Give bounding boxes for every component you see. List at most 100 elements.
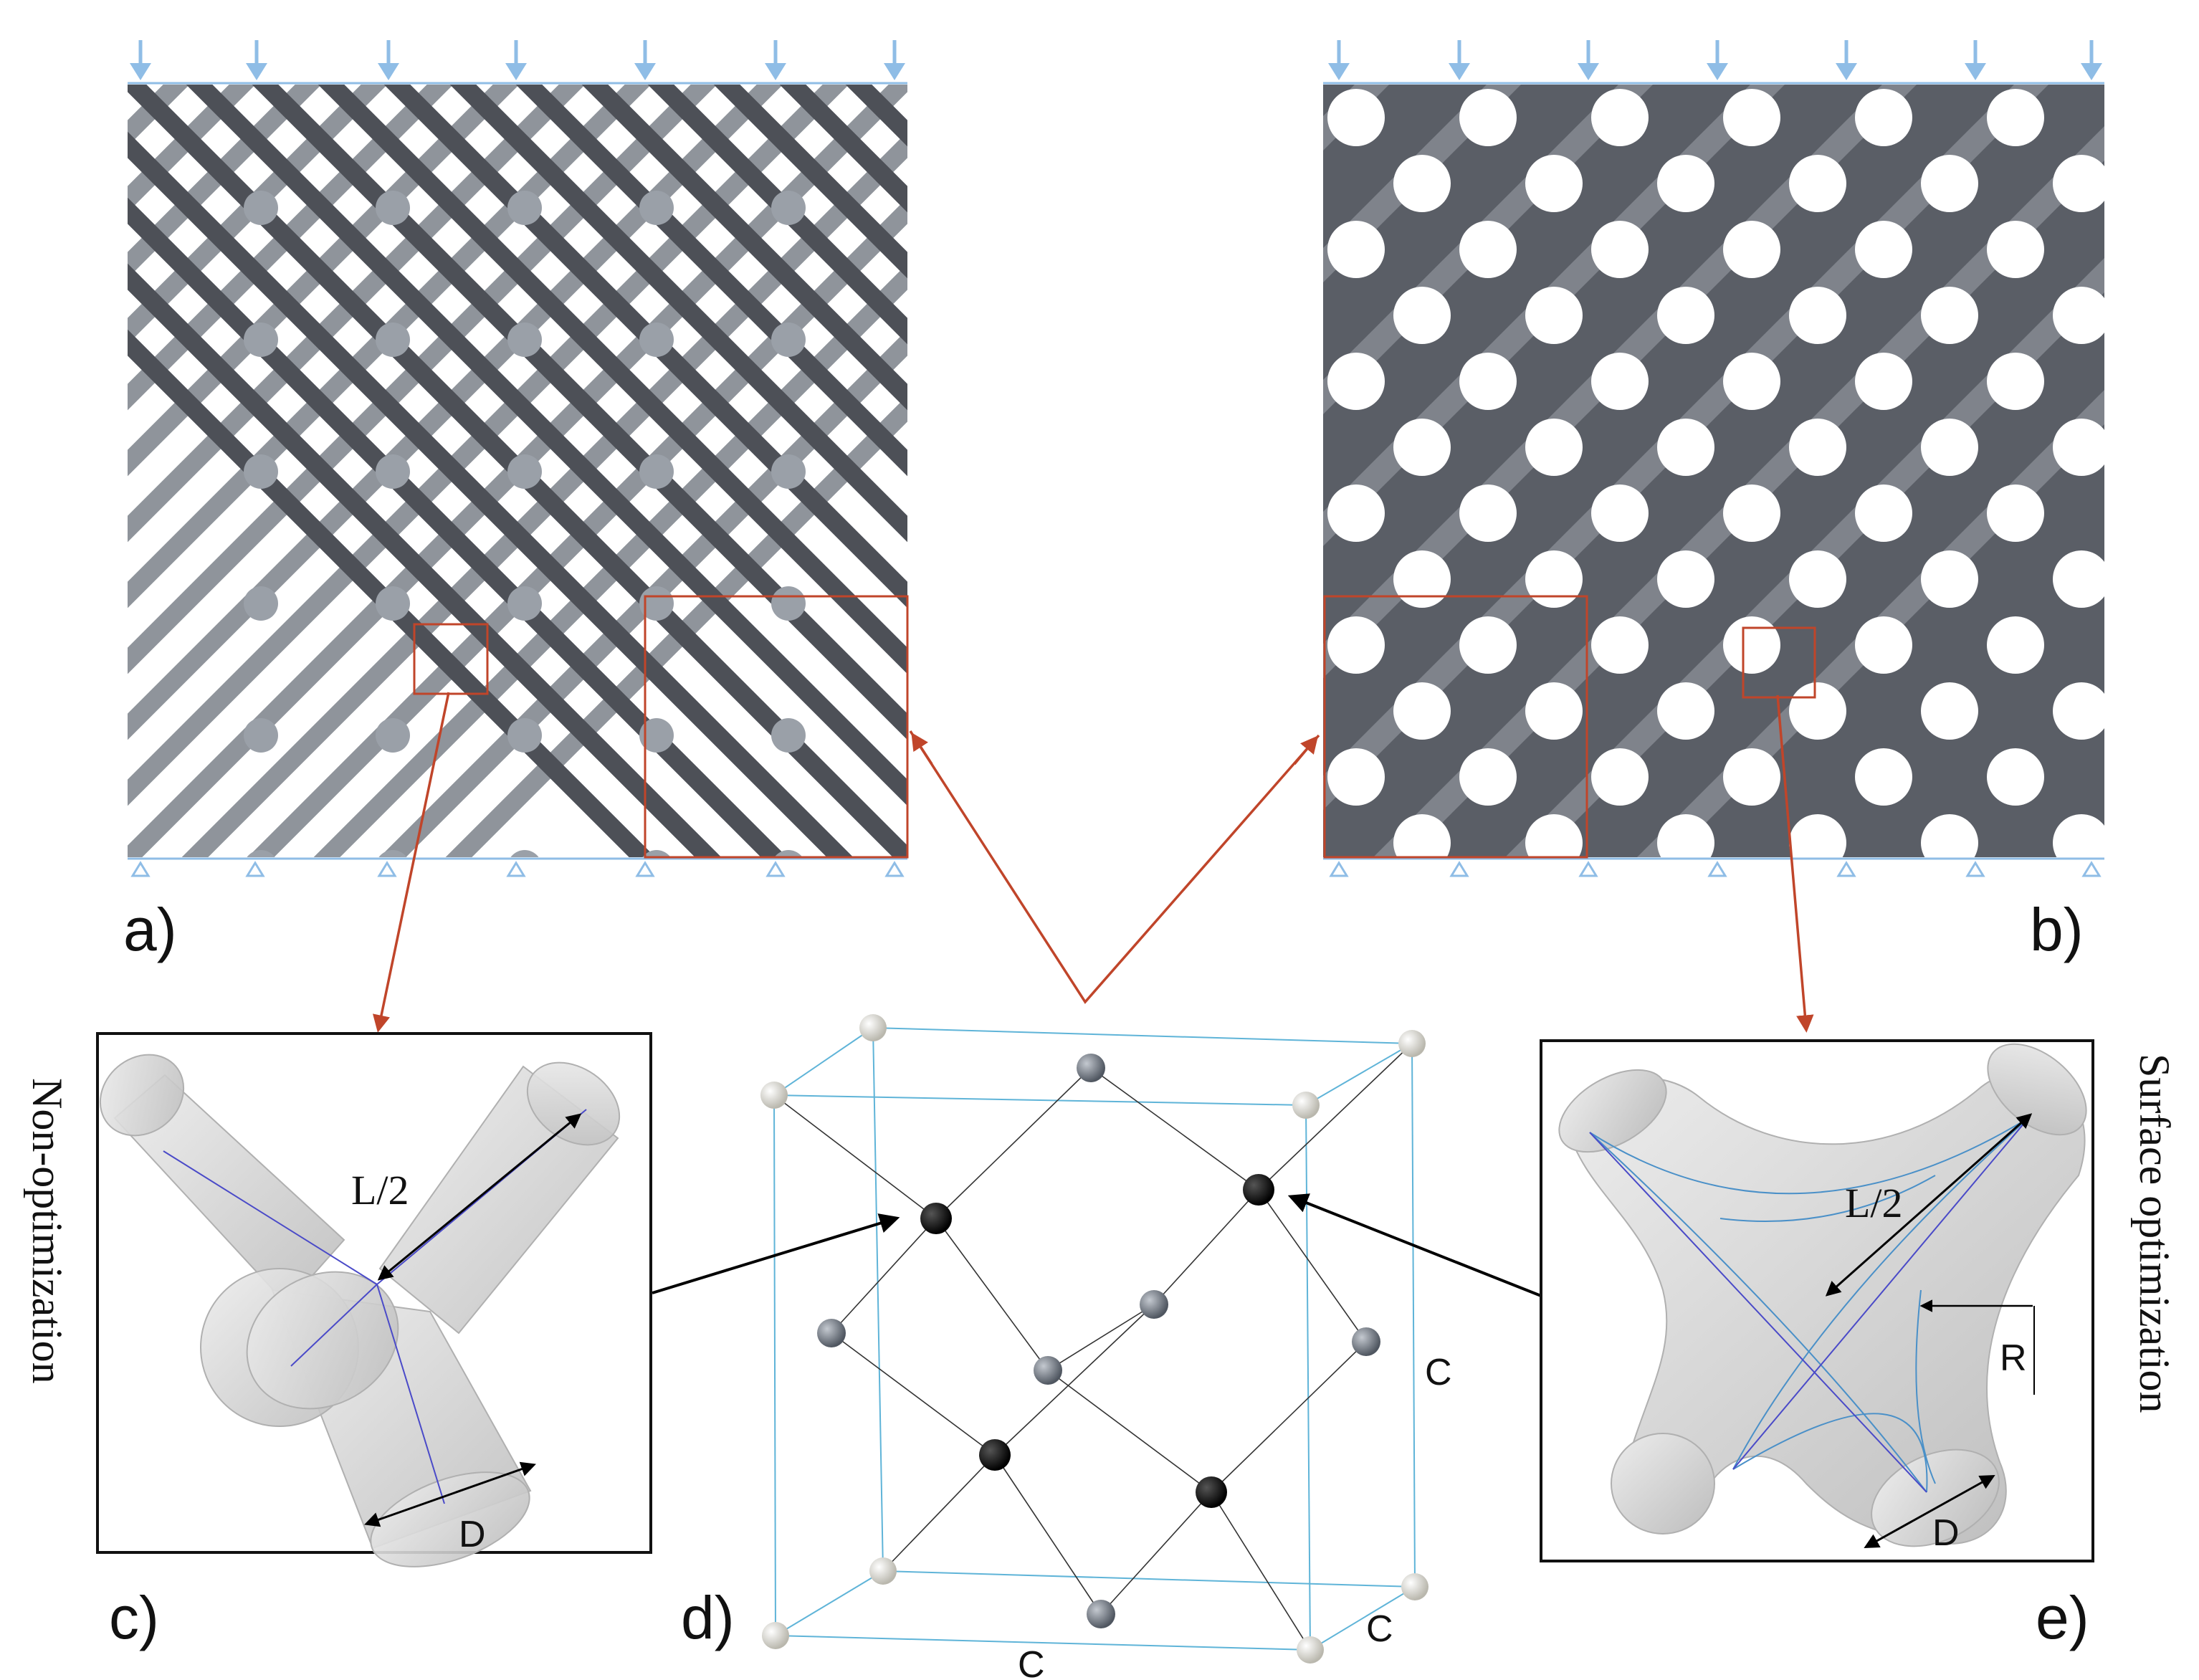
- panel-a-supports: [130, 861, 905, 877]
- lattice-hole: [1591, 748, 1649, 806]
- cell-edge: [1310, 1586, 1416, 1651]
- cell-bond: [1047, 1304, 1155, 1371]
- panel-e-diameter-label: D: [1932, 1512, 1960, 1554]
- interior-atom: [979, 1439, 1011, 1471]
- lattice-hole: [1459, 880, 1517, 937]
- lattice-hole: [1789, 814, 1846, 857]
- panel-e-diameter-dimension: [1864, 1474, 1995, 1549]
- panel-d-unit-cell: C C C d): [652, 1014, 1542, 1680]
- panel-a-lattice: a): [113, 0, 988, 963]
- triangle-support-icon: [506, 861, 526, 877]
- triangle-support-icon: [765, 861, 786, 877]
- face-atom: [1140, 1290, 1168, 1319]
- callout-arrow-b-to-e: [1776, 695, 1814, 1033]
- strut-falling: [647, 85, 907, 345]
- lattice-hole: [1525, 419, 1583, 476]
- lattice-hole: [1591, 353, 1649, 410]
- panel-b-supports: [1329, 861, 2102, 877]
- face-atom: [1087, 1600, 1115, 1628]
- corner-atom: [1398, 1030, 1426, 1057]
- strut-rising: [113, 0, 988, 82]
- cell-bond: [1153, 1189, 1259, 1305]
- lattice-node: [639, 191, 674, 225]
- corner-atom: [869, 1557, 897, 1585]
- lattice-hole: [1459, 353, 1517, 410]
- lattice-hole: [1525, 550, 1583, 608]
- lattice-hole: [1855, 880, 1912, 937]
- face-atom: [1352, 1327, 1380, 1356]
- panel-c-node-detail: L/2 D Non-optimization c): [24, 1032, 652, 1651]
- panel-e-axis: [1589, 1132, 1927, 1493]
- panel-b-large-callout-box: [1323, 595, 1588, 859]
- unit-cell-edges: [773, 1027, 1416, 1651]
- lattice-node: [507, 323, 542, 357]
- lattice-node: [507, 454, 542, 489]
- lattice-hole: [1723, 89, 1780, 146]
- lattice-node: [244, 191, 278, 225]
- panel-a-small-callout-box: [413, 623, 489, 695]
- lattice-node: [507, 191, 542, 225]
- lattice-hole: [1327, 353, 1385, 410]
- cell-edge-label-bottom: C: [1018, 1644, 1045, 1680]
- panel-c-length-dimension: [377, 1113, 582, 1281]
- lattice-hole: [1789, 419, 1846, 476]
- lattice-hole: [1987, 748, 2044, 806]
- down-arrow-icon: [1578, 63, 1599, 80]
- panel-c-diameter-dimension: [364, 1461, 536, 1527]
- lattice-hole: [1855, 221, 1912, 278]
- lattice-hole: [1591, 616, 1649, 674]
- cell-bond: [1100, 1492, 1212, 1615]
- lattice-hole: [1591, 221, 1649, 278]
- lattice-hole: [1393, 155, 1451, 212]
- cell-bond: [935, 1218, 1049, 1371]
- triangle-support-icon: [2081, 861, 2102, 877]
- triangle-support-icon: [884, 861, 905, 877]
- cell-bond: [831, 1218, 937, 1334]
- lattice-hole: [1525, 155, 1583, 212]
- cell-edge-label-right: C: [1425, 1352, 1452, 1393]
- lattice-hole: [1723, 221, 1780, 278]
- cell-edge: [1305, 1104, 1311, 1651]
- cell-edge: [773, 1094, 1307, 1106]
- lattice-hole: [1789, 682, 1846, 740]
- lattice-hole: [1393, 287, 1451, 344]
- strut-falling: [449, 85, 907, 543]
- lattice-node: [507, 718, 542, 753]
- panel-c-length-label: L/2: [351, 1167, 409, 1213]
- panel-a-large-callout-box: [644, 595, 909, 859]
- lattice-hole: [1789, 550, 1846, 608]
- callout-arrowhead-to-b: [1293, 735, 1319, 765]
- cell-edge: [1411, 1043, 1416, 1588]
- lattice-hole: [1327, 221, 1385, 278]
- lattice-hole: [1723, 616, 1780, 674]
- strut-falling: [128, 131, 854, 857]
- down-arrow-icon: [130, 63, 151, 80]
- lattice-hole: [1459, 748, 1517, 806]
- panel-e-length-label: L/2: [1845, 1180, 1903, 1226]
- lattice-hole: [1855, 89, 1912, 146]
- panel-e-side-title: Surface optimization: [2131, 1054, 2178, 1413]
- strut-falling: [581, 85, 907, 411]
- strut-rising: [113, 0, 988, 16]
- cell-edge: [872, 1027, 884, 1572]
- cell-bond: [1258, 1189, 1367, 1342]
- lattice-hole: [1657, 550, 1714, 608]
- lattice-hole: [1591, 880, 1649, 937]
- lattice-hole: [1525, 287, 1583, 344]
- strut-falling: [713, 85, 907, 279]
- strut-falling: [128, 263, 722, 857]
- lattice-hole: [1987, 616, 2044, 674]
- lattice-hole: [1657, 814, 1714, 857]
- lattice-node: [639, 586, 674, 621]
- lattice-hole: [1789, 155, 1846, 212]
- lattice-hole: [2053, 287, 2104, 344]
- panel-e-label: e): [2036, 1584, 2089, 1651]
- cell-bond: [935, 1067, 1092, 1219]
- cell-edge: [775, 1635, 1311, 1651]
- panel-b-label: b): [2030, 896, 2084, 963]
- strut-falling: [779, 85, 907, 213]
- strut-falling: [113, 0, 988, 82]
- triangle-support-icon: [130, 861, 151, 877]
- down-arrow-icon: [505, 63, 527, 80]
